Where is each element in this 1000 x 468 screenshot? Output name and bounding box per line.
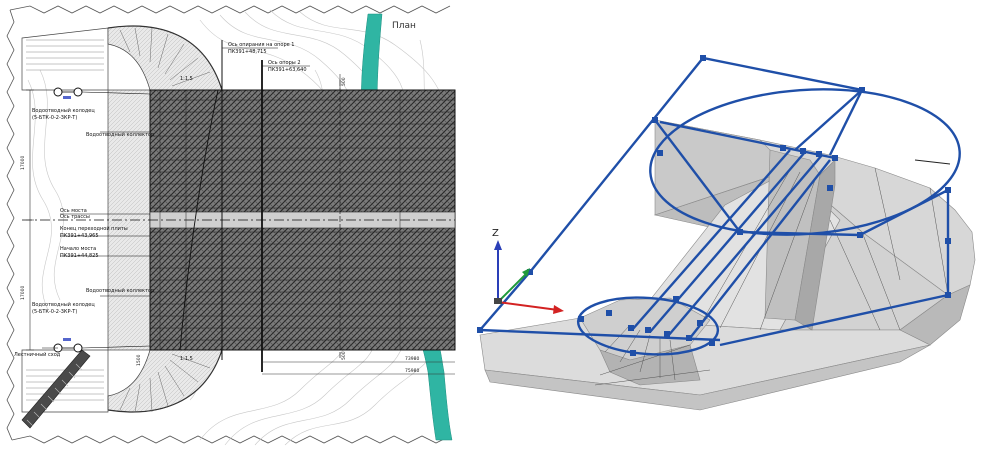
plan-title: План [392,21,416,31]
label-drain-well-bottom: Водоотводный колодец [32,301,95,308]
deck-skew-line [179,89,219,351]
label-end-transition-slab: Конец переходной плиты [60,225,128,232]
model-surfaces [479,119,976,411]
label-drain-well-bottom-code: (5-БТК-0-2-3КР-Т) [32,309,77,315]
label-stair: Лестничный сход [14,351,61,358]
axis-z-label: Z [492,228,499,239]
label-axis-bridge: Ось моста [60,208,87,214]
left-dimension [26,89,34,351]
label-support1-pk: ПК391+48,715 [228,49,267,55]
plan-drawing: 17000 17000 73980 75980 500 500 1500 [6,5,456,446]
dim-left-top: 17000 [20,156,26,170]
model-dimension-leader [914,159,951,165]
label-drain-well-top: Водоотводный колодец [32,107,95,114]
label-bridge-start-pk: ПК391+44,825 [60,253,99,259]
label-drain-well-top-code: (5-БТК-0-2-3КР-Т) [32,115,77,121]
label-support2-pk: ПК391+63,640 [268,67,307,73]
top-break-line [9,5,451,14]
label-support1-axis: Ось опирания на опоре 1 [228,42,294,48]
dim-right-a: 73980 [405,356,419,362]
model-3d: Z [477,55,976,411]
label-axis-road: Ось трассы [60,214,90,220]
label-collector-top: Водоотводный коллектор [86,131,154,138]
dim-right-b: 75980 [405,368,419,374]
dim-low-left: 1500 [136,354,142,366]
dim-mid-bottom: 500 [341,351,347,360]
label-support2-axis: Ось опоры 2 [268,60,301,66]
model-nodes [477,55,951,356]
right-dimensions [262,74,455,375]
deck-longitudinal-lines [150,99,455,341]
dim-mid-top: 500 [341,77,347,86]
label-end-transition-slab-pk: ПК391+43,965 [60,233,99,239]
label-collector-bottom: Водоотводный коллектор [86,287,154,294]
label-slope-bottom: 1:1,5 [180,356,193,362]
stair-ramp [21,349,91,429]
axis-triad [494,240,564,314]
label-slope-top: 1:1,5 [180,76,193,82]
upper-cone [21,25,223,91]
label-bridge-start: Начало моста [60,246,96,252]
drain-well-bottom [53,338,151,353]
drain-well-top [53,87,151,99]
bottom-break-line [11,435,451,444]
dim-left-bottom: 17000 [20,286,26,300]
leader-lines [42,47,310,349]
left-break-line [6,9,15,441]
